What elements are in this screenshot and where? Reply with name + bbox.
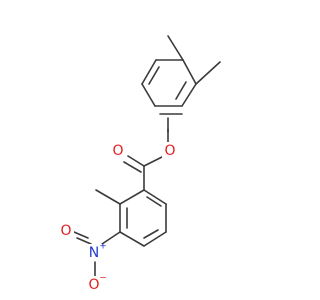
bond-double-inner <box>146 196 162 207</box>
label-backdrop <box>162 142 178 158</box>
bond <box>119 189 145 205</box>
ester-bridge-oxygen-label: O <box>164 143 175 159</box>
nitro-oxygen-bottom-label: O <box>88 277 99 293</box>
label-backdrop <box>110 142 126 158</box>
bond-double-inner <box>143 229 159 239</box>
bond-carbonyl <box>127 155 145 167</box>
nitro-nitrogen-label: N <box>89 245 99 261</box>
bond <box>141 83 156 107</box>
molecule-canvas: O O N + O O − <box>58 35 221 293</box>
bond-layer <box>73 35 221 277</box>
ester-carbonyl-oxygen-label: O <box>112 143 123 159</box>
bond <box>143 189 167 205</box>
bond <box>143 231 167 247</box>
bond <box>182 59 197 85</box>
bond <box>141 59 157 85</box>
bond-methyl <box>195 61 221 85</box>
bond-n-o-left-double <box>76 237 92 245</box>
bond-double-inner <box>175 81 187 100</box>
bond <box>181 83 197 107</box>
nitro-oxygen-bottom-charge: − <box>99 274 107 284</box>
bond-methyl <box>95 189 121 205</box>
nitro-nitrogen-charge: + <box>99 242 107 252</box>
bond-n-o-left <box>73 231 89 239</box>
bond-carbonyl-double <box>123 161 142 173</box>
label-backdrop <box>86 244 102 260</box>
nitro-oxygen-left-label: O <box>60 223 71 239</box>
bond-methyl <box>167 35 184 61</box>
structure-diagram: O O N + O O − <box>58 35 221 293</box>
label-backdrop <box>86 276 102 292</box>
label-backdrop <box>58 222 74 238</box>
bond-c-n <box>101 231 121 245</box>
atom-label-layer: O O N + O O − <box>58 142 178 293</box>
bond <box>119 231 145 247</box>
bond-o-c <box>143 156 163 167</box>
bond-double-inner <box>148 66 160 85</box>
